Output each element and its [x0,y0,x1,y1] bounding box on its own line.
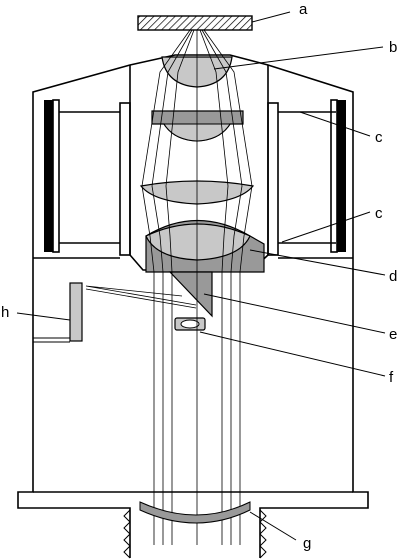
side-window-left [44,99,131,256]
specimen-slide [137,15,253,31]
side-window-right [267,99,346,256]
label-c-upper: c [375,129,383,146]
left-window-dark-frame [44,100,53,252]
label-c-lower: c [375,205,383,222]
prism [168,271,213,318]
housing-outline [32,54,354,481]
side-detector [69,282,83,342]
label-a: a [299,1,308,18]
right-inner-plate [267,102,279,256]
base-flange [17,481,369,559]
light-rays [85,29,253,545]
thread-right [259,509,267,559]
label-d: d [389,268,397,285]
label-b: b [389,39,397,56]
label-g: g [303,535,311,552]
left-window-pane [52,99,60,253]
small-lens-aperture [180,319,200,329]
flange-right [259,481,369,558]
right-window-dark-frame [337,100,346,252]
label-e: e [389,326,397,343]
left-inner-plate [119,102,131,256]
label-h: h [1,304,9,321]
flange-left [17,481,131,558]
thread-left [123,509,131,559]
label-f: f [389,369,394,386]
filter-window [139,501,251,524]
leader-lines [16,11,386,541]
